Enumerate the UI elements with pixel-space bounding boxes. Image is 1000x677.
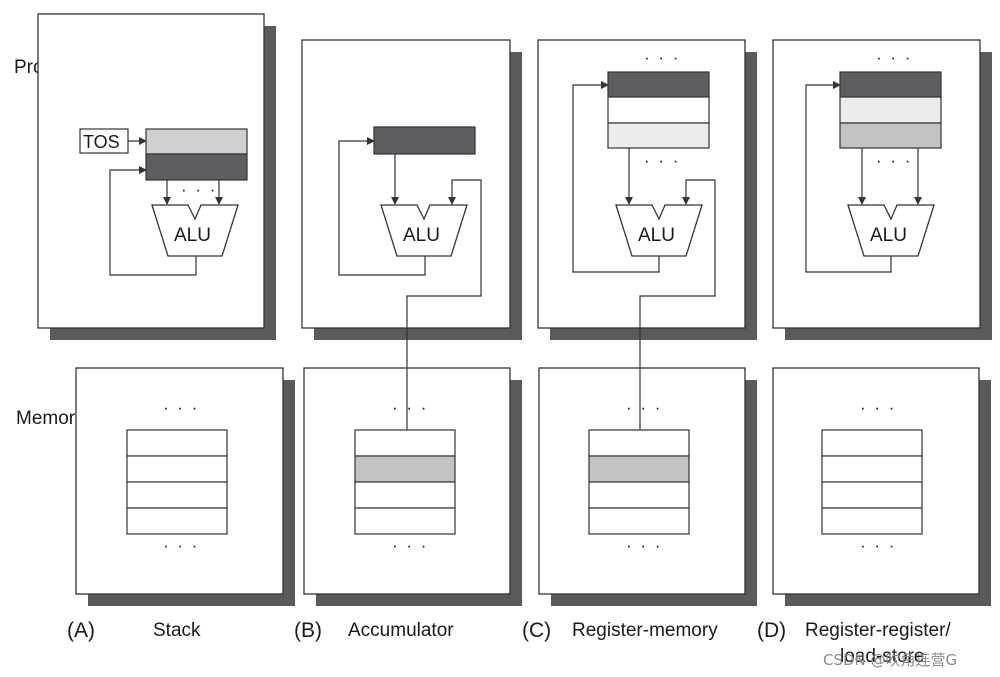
tos-label: TOS [83, 132, 120, 152]
accumulator-memory-operand-wire [406, 179, 482, 362]
stack-ellipsis: · · · [181, 180, 217, 199]
register-memory-memory-cell [588, 429, 690, 457]
stack-result-wire [109, 166, 197, 276]
stack-memory-top-ellipsis: · · · [163, 398, 199, 417]
register-memory-top-ellipsis: · · · [644, 48, 680, 67]
accumulator-result-wire [338, 137, 426, 276]
load-store-architecture: · · · · · · ALU · · · · · · [772, 39, 992, 606]
stack-memory-bottom-ellipsis: · · · [163, 536, 199, 555]
load-store-register [839, 71, 942, 98]
accumulator-architecture: ALU · · · · · · [301, 39, 522, 606]
load-store-register [839, 96, 942, 124]
register-memory-memory-cell [588, 481, 690, 509]
caption-c-text: Register-memory [572, 620, 718, 641]
load-store-alu-label: ALU [870, 225, 907, 246]
register-memory-register [607, 71, 710, 98]
caption-d-letter: (D) [757, 619, 786, 642]
stack-architecture: TOS · · · ALU · · · · · · [37, 13, 295, 606]
register-memory-memory-bottom-ellipsis: · · · [626, 536, 662, 555]
caption-a-text: Stack [153, 620, 201, 641]
register-memory-architecture: · · · · · · ALU · · · · · · [537, 39, 757, 606]
stack-top-register [145, 128, 248, 155]
load-store-memory-top-ellipsis: · · · [860, 398, 896, 417]
stack-alu-label: ALU [174, 225, 211, 246]
accumulator-alu-label: ALU [403, 225, 440, 246]
load-store-mid-ellipsis: · · · [876, 151, 912, 170]
caption-b-text: Accumulator [348, 620, 454, 641]
register-memory-register [607, 122, 710, 149]
stack-alu [151, 204, 239, 257]
accumulator-memory-cell [354, 507, 456, 535]
stack-second-register [145, 153, 248, 181]
caption-d-text: Register-register/ [805, 620, 951, 641]
caption-b-letter: (B) [294, 619, 322, 642]
register-memory-alu-label: ALU [638, 225, 675, 246]
accumulator-memory-cell [354, 481, 456, 509]
caption-d-text-line2: load-store [840, 646, 925, 667]
accumulator-memory-bottom-ellipsis: · · · [392, 536, 428, 555]
load-store-memory-cell [821, 481, 923, 509]
register-memory-alu [615, 204, 703, 257]
accumulator-memory-cell [354, 429, 456, 457]
register-memory-memory-cell [588, 507, 690, 535]
accumulator-memory-top-ellipsis: · · · [392, 398, 428, 417]
caption-a-letter: (A) [67, 619, 95, 642]
register-memory-mid-ellipsis: · · · [644, 151, 680, 170]
load-store-register [839, 122, 942, 149]
accumulator-processor-box [301, 39, 522, 340]
accumulator-memory-operand-cell [354, 455, 456, 483]
stack-memory-cell [126, 507, 228, 535]
stack-memory-cell [126, 429, 228, 457]
caption-c-letter: (C) [522, 619, 551, 642]
stack-memory-cell [126, 481, 228, 509]
load-store-memory-bottom-ellipsis: · · · [860, 536, 896, 555]
accumulator-register [373, 126, 476, 155]
register-memory-register [607, 96, 710, 124]
load-store-memory-cell [821, 507, 923, 535]
stack-memory-cell [126, 455, 228, 483]
load-store-memory-cell [821, 455, 923, 483]
accumulator-alu [380, 204, 468, 257]
memory-label: Memory [16, 408, 85, 429]
register-memory-result-wire [572, 81, 660, 273]
watermark: CSDN @吹角连营G [823, 651, 957, 669]
load-store-memory-cell [821, 429, 923, 457]
load-store-top-ellipsis: · · · [876, 48, 912, 67]
register-memory-memory-operand-cell [588, 455, 690, 483]
load-store-alu [847, 204, 935, 257]
register-memory-memory-operand-wire [639, 179, 716, 362]
register-memory-memory-top-ellipsis: · · · [626, 398, 662, 417]
load-store-result-wire [805, 81, 892, 273]
